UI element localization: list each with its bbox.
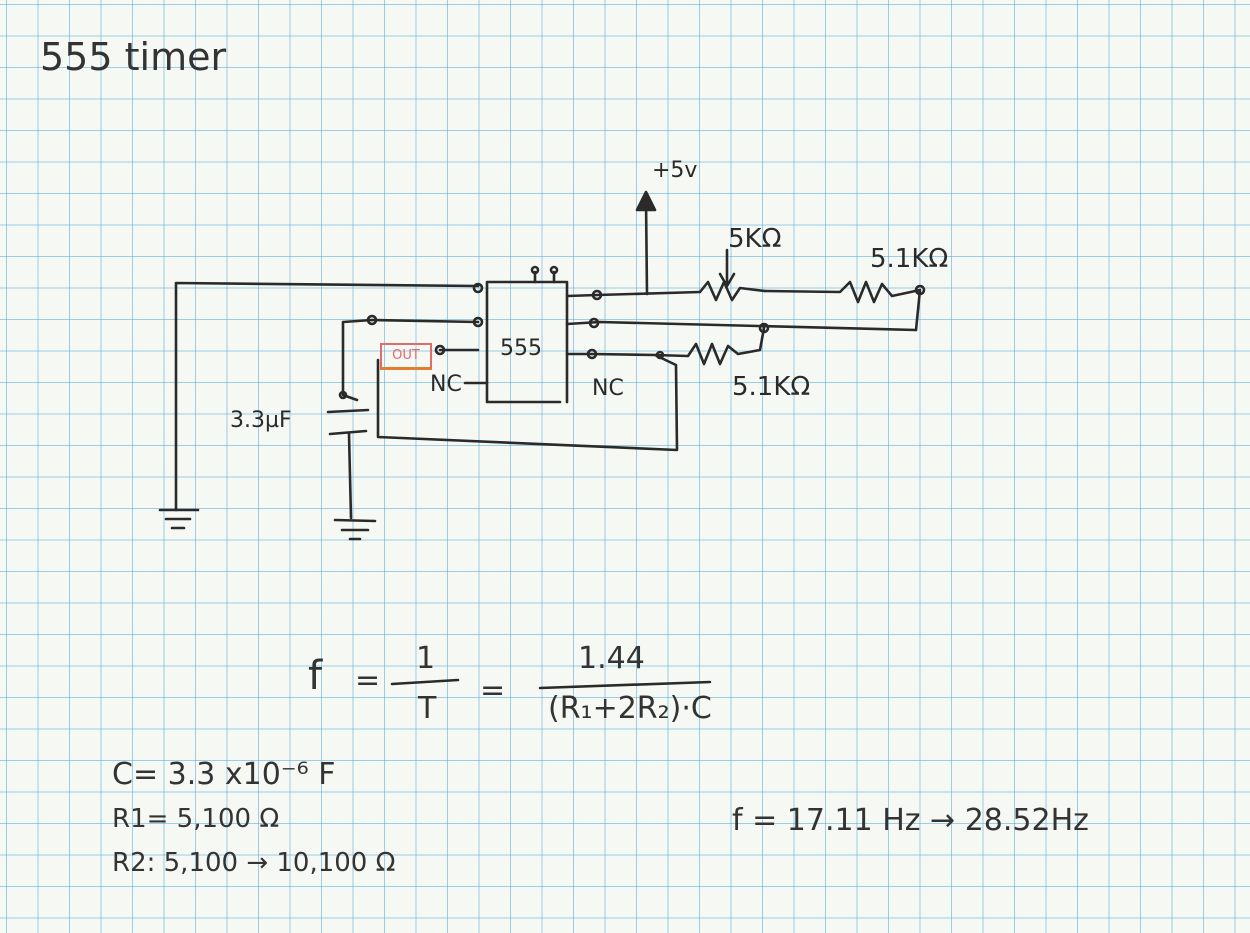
pin-wire-trigger [370,318,480,324]
bottom-loop-wire [376,352,679,452]
eq-equals-1: = [355,663,381,698]
pot-wiper [718,248,736,288]
eq-denominator: (R₁+2R₂)·C [548,691,712,726]
nc-right-label: NC [592,376,624,401]
resistor-top-label: 5.1KΩ [870,244,949,274]
potentiometer-label: 5KΩ [728,224,782,254]
resistor-bottom [653,326,766,366]
frequency-result: f = 17.11 Hz → 28.52Hz [732,803,1089,838]
page-title: 555 timer [40,35,227,79]
cap-wire [341,318,374,402]
fraction-bar-2 [538,680,712,690]
eq-one: 1 [416,641,436,676]
nc-left-label: NC [430,372,462,397]
fraction-bar-1 [390,678,460,686]
potentiometer [698,280,767,302]
r2-value-line: R2: 5,100 → 10,100 Ω [112,848,396,878]
capacitor-label: 3.3µF [230,408,292,433]
eq-T: T [418,691,437,726]
eq-equals-2: = [480,673,506,708]
supply-label: +5v [652,158,698,183]
resistor-bottom-label: 5.1KΩ [732,372,811,402]
pin-wire-vcc [565,290,702,298]
capacitor-plates [326,408,370,436]
pin-wire-threshold [565,320,918,332]
ground-symbol-left [158,508,200,530]
eq-f: f [308,653,323,699]
eq-numerator: 1.44 [578,641,645,676]
chip-label: 555 [500,336,542,361]
c-value-line: C= 3.3 x10⁻⁶ F [112,757,336,792]
out-label-box: OUT [380,343,432,370]
ground-symbol-cap [333,518,377,541]
ground-wire-left [174,281,480,512]
cap-ground-wire [347,432,353,520]
r1-value-line: R1= 5,100 Ω [112,804,280,834]
supply-arrow [635,190,657,212]
supply-wire [644,198,649,296]
resistor-top [763,280,922,332]
top-pin-wire [533,270,556,284]
